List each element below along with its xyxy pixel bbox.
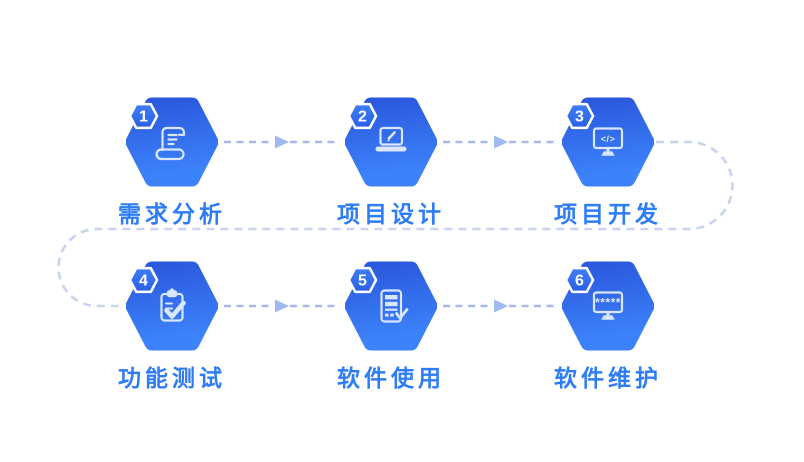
monitor-password-icon: *****	[592, 291, 624, 320]
step-number: 3	[575, 109, 584, 126]
step-number-badge: 3	[564, 102, 595, 130]
hexagon-shape: 4	[126, 261, 218, 351]
code-glyph: </>	[601, 134, 616, 144]
step-number-badge: 4	[128, 266, 159, 294]
step-number: 1	[139, 109, 148, 126]
step-label: 项目设计	[337, 201, 445, 227]
flow-step-1: 1 需求分析	[92, 97, 252, 229]
step-number-badge: 2	[347, 102, 378, 130]
hexagon-shape: 2	[345, 97, 437, 187]
step-number-badge: 1	[128, 102, 159, 130]
step-number: 5	[358, 273, 367, 290]
arrow-right-icon	[275, 135, 289, 149]
monitor-code-icon: </>	[592, 127, 624, 156]
step-label: 需求分析	[118, 201, 226, 227]
step-number: 4	[139, 273, 148, 290]
step-label: 功能测试	[118, 365, 226, 391]
step-number: 6	[575, 273, 584, 290]
step-number-badge: 5	[347, 266, 378, 294]
flow-step-3: </> 3 项目开发	[528, 97, 688, 229]
step-number: 2	[358, 109, 367, 126]
flow-step-2: 2 项目设计	[311, 97, 471, 229]
clipboard-check-icon	[160, 288, 186, 322]
step-label: 软件使用	[337, 365, 445, 391]
password-glyph: *****	[595, 296, 621, 310]
step-label: 软件维护	[554, 365, 662, 391]
step-label: 项目开发	[554, 201, 662, 227]
step-number-badge: 6	[564, 266, 595, 294]
arrow-right-icon	[494, 299, 508, 313]
hexagon-shape: ***** 6	[562, 261, 654, 351]
arrow-right-icon	[275, 299, 289, 313]
hexagon-shape: 1	[126, 97, 218, 187]
hexagon-shape: 5	[345, 261, 437, 351]
flow-step-6: ***** 6 软件维护	[528, 261, 688, 393]
arrow-right-icon	[494, 135, 508, 149]
flow-step-4: 4 功能测试	[92, 261, 252, 393]
scroll-icon	[155, 126, 186, 161]
hexagon-shape: </> 3	[562, 97, 654, 187]
document-check-icon	[380, 289, 409, 323]
flow-step-5: 5 软件使用	[311, 261, 471, 393]
laptop-pencil-icon	[375, 126, 407, 152]
